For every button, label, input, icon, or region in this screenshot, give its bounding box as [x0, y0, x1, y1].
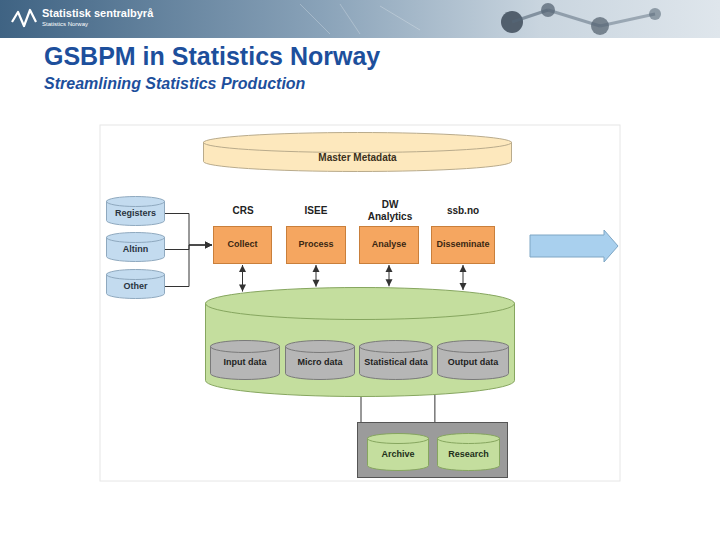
connector: [165, 214, 212, 249]
text-area: Registers: [106, 201, 165, 226]
logo-subtext: Statistics Norway: [42, 21, 162, 28]
cylinder-top: [107, 197, 165, 207]
slide-title: GSBPM in Statistics Norway: [44, 42, 380, 71]
node-text: Micro data: [297, 358, 342, 368]
connector: [386, 265, 393, 286]
text-area: Collect: [214, 227, 271, 263]
data-store: Output data: [437, 340, 509, 380]
node-text: Master Metadata: [318, 152, 396, 163]
data-store: Research: [437, 433, 500, 471]
connector-line: [165, 245, 212, 287]
node-text: Registers: [115, 209, 156, 219]
cylinder-top: [438, 341, 509, 353]
arrow-head: [205, 242, 212, 249]
text-area: Altinn: [106, 237, 165, 262]
arrow-head: [386, 279, 393, 286]
text-area: Output data: [437, 346, 509, 380]
source-store: Altinn: [106, 232, 165, 262]
process-box: Collect: [213, 226, 272, 264]
text-area: Other: [106, 274, 165, 299]
data-store: Archive: [367, 433, 429, 471]
data-store: Statistical data: [359, 340, 433, 380]
system-name: DW Analytics: [362, 199, 418, 222]
node-text: Disseminate: [436, 240, 489, 250]
process-box: Process: [286, 226, 346, 264]
cylinder-top: [204, 133, 512, 153]
node-text: Collect: [227, 240, 257, 250]
metadata-store: Master Metadata: [203, 132, 512, 172]
cylinder-top: [107, 233, 165, 243]
node-text: Analyse: [372, 240, 407, 250]
node-text: Altinn: [123, 245, 149, 255]
text-area: Disseminate: [432, 227, 493, 263]
node-text: Other: [123, 282, 147, 292]
system-name: ISEE: [286, 205, 346, 217]
arrow-head: [313, 265, 320, 272]
source-store: Registers: [106, 196, 165, 226]
connector-line: [165, 214, 212, 246]
text-area: Analyse: [360, 227, 418, 263]
header-banner: [0, 0, 720, 38]
arrow-head: [313, 280, 320, 287]
data-store: Micro data: [285, 340, 355, 380]
subtitle: Streamlining Statistics Production: [44, 75, 444, 93]
node-text: Process: [298, 240, 333, 250]
source-store: Other: [106, 269, 165, 299]
data-store: Input data: [210, 340, 280, 380]
cylinder-top: [360, 341, 433, 353]
node-text: Archive: [381, 450, 414, 460]
cylinder-top: [438, 434, 500, 444]
text-area: Input data: [210, 346, 280, 380]
system-name: ssb.no: [433, 205, 493, 217]
text-area: Master Metadata: [203, 142, 512, 172]
cylinder-top: [368, 434, 429, 444]
arrow-head: [205, 242, 212, 249]
text-area: Archive: [367, 438, 429, 471]
output-arrow: [530, 230, 618, 262]
connector: [460, 265, 467, 290]
diagram-frame: [100, 125, 620, 481]
node-text: Statistical data: [364, 358, 428, 368]
logo-icon: [12, 10, 36, 26]
cylinder-top: [286, 341, 355, 353]
arrow-head: [239, 265, 246, 272]
data-store: Input data Micro data Statistical data Outp…: [205, 287, 515, 397]
arrow-head: [239, 285, 246, 292]
system-name: CRS: [213, 205, 273, 217]
node-text: Output data: [448, 358, 499, 368]
arrow-head: [460, 265, 467, 272]
node-text: Research: [448, 450, 489, 460]
cylinder-top: [206, 288, 515, 320]
logo-text: Statistisk sentralbyrå: [42, 7, 242, 20]
connector: [313, 265, 320, 287]
cylinder-top: [107, 270, 165, 280]
arrow-head: [460, 283, 467, 290]
connector: [239, 265, 246, 292]
connector: [165, 242, 212, 287]
banner-illustration: [300, 3, 661, 35]
storage-box: Archive Research: [357, 422, 508, 478]
process-box: Disseminate: [431, 226, 494, 264]
text-area: Research: [437, 438, 500, 471]
text-area: Micro data: [285, 346, 355, 380]
text-area: Statistical data: [359, 346, 433, 380]
text-area: Process: [287, 227, 345, 263]
arrow-head: [386, 265, 393, 272]
cylinder-top: [211, 341, 280, 353]
process-box: Analyse: [359, 226, 419, 264]
node-text: Input data: [224, 358, 267, 368]
arrow-head: [205, 242, 212, 249]
